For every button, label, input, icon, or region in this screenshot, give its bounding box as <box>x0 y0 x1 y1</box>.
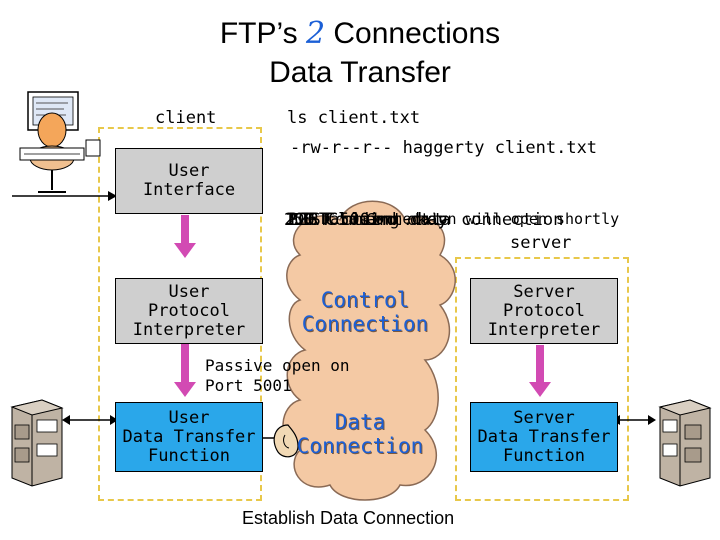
computer-user-icon <box>19 91 101 193</box>
server-file-cabinet-icon <box>658 399 712 487</box>
title-number: 2 <box>305 16 326 51</box>
passive-open-note: Passive open on Port 5001 <box>205 356 350 395</box>
data-connection-label: Data Connection <box>296 410 424 458</box>
ear-icon <box>273 424 299 458</box>
establish-data-connection-note: Establish Data Connection <box>242 508 455 528</box>
ls-command: ls client.txt <box>287 108 421 128</box>
vertical-arrows <box>174 215 551 397</box>
server-dashed-frame <box>455 257 629 501</box>
user-data-transfer-box: User Data Transfer Function <box>115 402 263 472</box>
title-prefix: FTP’s <box>219 17 306 50</box>
user-interface-box: User Interface <box>115 148 263 214</box>
title-suffix: Connections <box>325 17 501 50</box>
user-protocol-interpreter-box: User Protocol Interpreter <box>115 278 263 344</box>
message-150-data-connection: 150 Data Connection will open shortly <box>285 210 620 228</box>
message-list-client: LIST client.txt <box>290 210 444 230</box>
server-data-transfer-box: Server Data Transfer Function <box>470 402 618 472</box>
message-226-closing: 226 Closing data connection <box>287 210 564 230</box>
server-label: server <box>510 233 572 253</box>
control-connection-label: Control Connection <box>301 288 429 336</box>
client-file-cabinet-icon <box>10 399 64 487</box>
server-protocol-interpreter-box: Server Protocol Interpreter <box>470 278 618 344</box>
message-200-command-okay: 200 Command okay <box>284 210 448 230</box>
slide-title-line1: FTP’s 2 Connections <box>0 16 720 51</box>
directory-listing: -rw-r--r-- haggerty client.txt <box>290 138 598 158</box>
slide-title-line2: Data Transfer <box>269 56 451 89</box>
client-file-arrow <box>62 415 118 425</box>
client-label: client <box>155 108 217 128</box>
client-input-arrow <box>12 191 117 201</box>
message-port-5001: PORT 5001 <box>288 210 381 230</box>
server-file-arrow <box>612 415 656 425</box>
network-cloud <box>282 200 456 501</box>
